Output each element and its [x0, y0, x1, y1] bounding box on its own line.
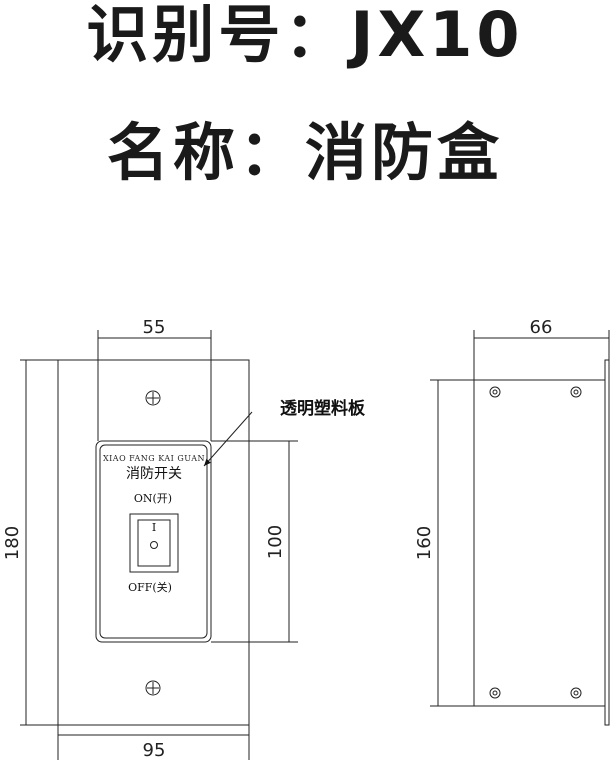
side-screw-bottom-right-icon: [570, 687, 582, 699]
switch-on-mark: I: [152, 521, 156, 534]
switch-housing: [129, 513, 179, 573]
screw-top-icon: [145, 390, 161, 406]
dim-label-100: 100: [265, 525, 286, 559]
dim-label-180: 180: [2, 526, 23, 560]
plate-brand-text: XIAO FANG KAI GUAN: [103, 454, 205, 463]
switch-dot-icon: [150, 541, 158, 549]
name-title: 名称：消防盒: [106, 116, 503, 189]
side-body: [473, 379, 606, 707]
switch-rocker: [137, 519, 171, 567]
plate-title-text: 消防开关: [126, 466, 182, 482]
dim-label-66: 66: [530, 317, 553, 338]
side-screw-bottom-left-icon: [489, 687, 501, 699]
off-label: OFF(关): [128, 580, 172, 594]
dim-label-160: 160: [414, 526, 435, 560]
front-outer-plate: [57, 359, 250, 726]
annotation-leader-arrow: [203, 411, 253, 467]
on-label: ON(开): [134, 492, 172, 505]
annotation-label: 透明塑料板: [280, 398, 366, 419]
front-view: [20, 330, 298, 760]
side-screw-top-right-icon: [570, 386, 582, 398]
side-flange: [604, 359, 610, 726]
front-window-inner: [99, 444, 208, 639]
dim-label-95: 95: [143, 740, 166, 761]
front-window-outer: [95, 440, 212, 643]
screw-bottom-icon: [145, 680, 161, 696]
dim-label-55: 55: [143, 317, 166, 338]
side-view: [430, 330, 610, 726]
side-screw-top-left-icon: [489, 386, 501, 398]
id-title: 识别号：JX10: [86, 0, 524, 71]
